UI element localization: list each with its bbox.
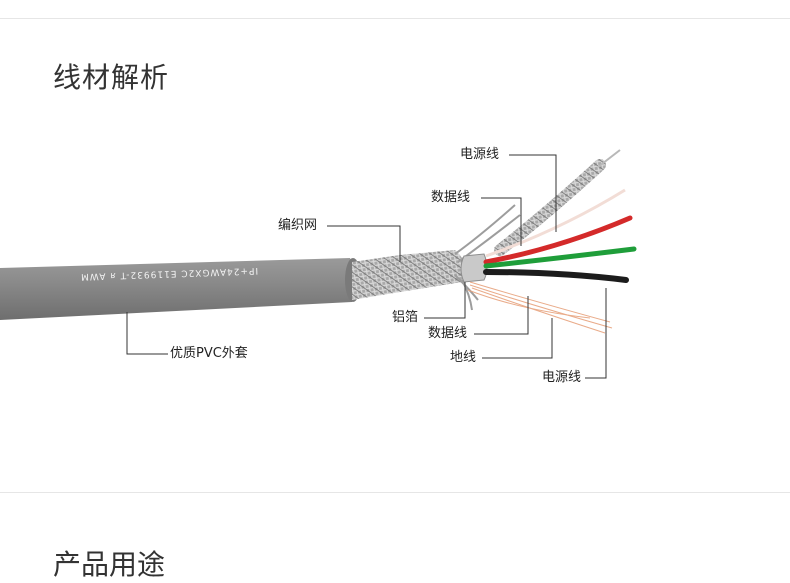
section-title: 线材解析 [53,61,170,94]
black-wire [483,269,629,283]
red-wire [483,215,633,265]
bottom-divider [0,492,790,493]
pvc-jacket [0,258,357,320]
label-aluminum-foil: 铝箔 [392,310,419,325]
label-braided-shield: 编织网 [278,218,318,233]
label-pvc-jacket: 优质PVC外套 [170,346,248,361]
green-wire [483,246,637,269]
copper-strands [467,281,613,334]
aluminum-foil [460,253,488,283]
cable-illustration: IP+24AWGX2C E119932-T ᴙ AWM [0,149,637,379]
label-power-wire-top: 电源线 [460,147,500,162]
label-data-wire-top: 数据线 [431,190,471,205]
label-ground-wire: 地线 [450,350,477,365]
leader-lines [126,154,607,379]
next-section-title: 产品用途 [53,548,166,581]
power-wire-braid-top [494,159,606,256]
top-divider [0,18,790,19]
white-wire [485,188,626,258]
label-power-wire-bottom: 电源线 [542,370,582,385]
braided-shield [352,250,465,300]
label-data-wire-bottom: 数据线 [428,326,468,341]
